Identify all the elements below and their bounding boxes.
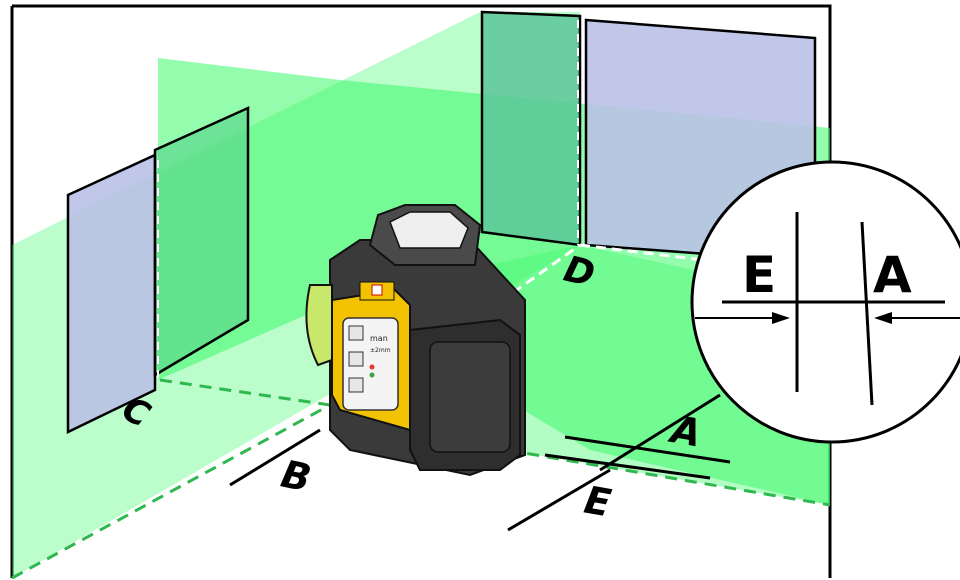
display-line-1: man xyxy=(370,334,388,343)
zoom-detail-circle xyxy=(692,162,960,442)
display-line-2: ±2mm xyxy=(370,347,391,354)
zoom-label-e: E xyxy=(742,246,776,304)
button-cluster xyxy=(349,326,363,392)
label-b: B xyxy=(277,452,314,501)
zoom-label-a: A xyxy=(873,246,912,304)
